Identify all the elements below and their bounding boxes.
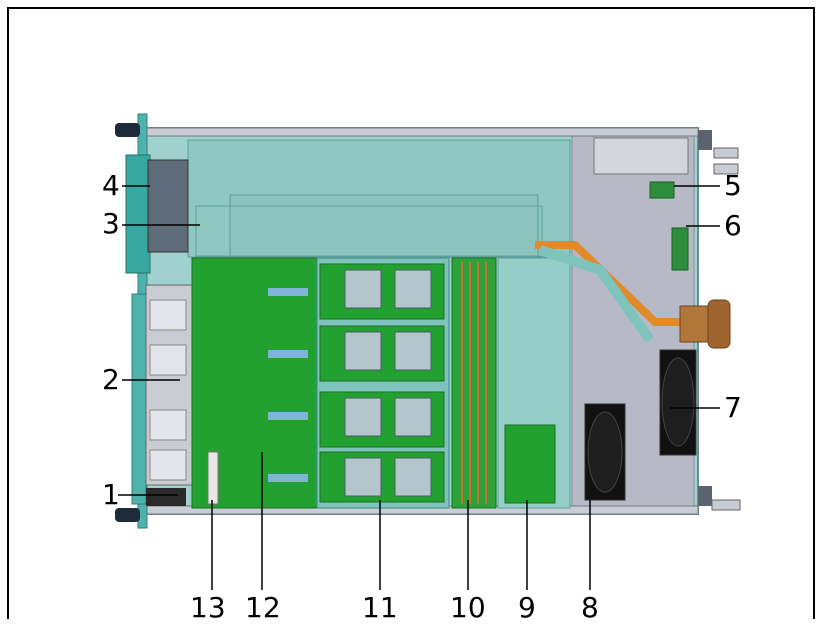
center-fan [584, 403, 626, 501]
callout-12: 12 [245, 591, 281, 624]
rear-connectors [698, 130, 741, 511]
callout-4: 4 [102, 169, 120, 202]
callout-9: 9 [518, 591, 536, 624]
leader-lines [118, 185, 720, 590]
header-strip [207, 451, 219, 505]
callout-13: 13 [190, 591, 226, 624]
output-board [497, 257, 571, 509]
combiner-board [451, 257, 497, 509]
output-coax [535, 241, 731, 349]
callout-6: 6 [724, 209, 742, 242]
callout-7: 7 [724, 391, 742, 424]
figure-frame [7, 7, 815, 619]
callout-10: 10 [450, 591, 486, 624]
rear-fan [659, 349, 697, 456]
callout-5: 5 [724, 169, 742, 202]
callout-8: 8 [581, 591, 599, 624]
callout-11: 11 [362, 591, 398, 624]
input-module [145, 284, 193, 506]
callout-2: 2 [102, 363, 120, 396]
rear-boards [593, 137, 689, 271]
callout-3: 3 [102, 207, 120, 240]
power-modules [316, 257, 450, 509]
callout-1: 1 [102, 478, 120, 511]
